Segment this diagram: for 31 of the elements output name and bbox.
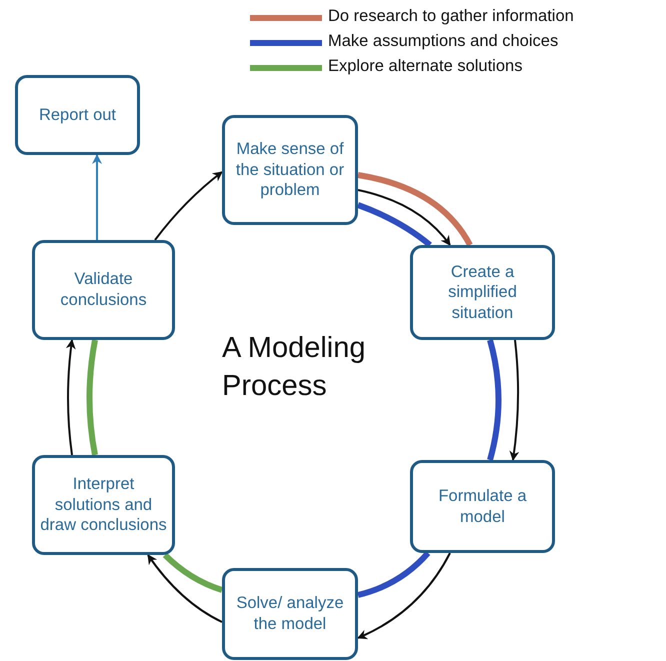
- step-box: [15, 75, 140, 155]
- flow-arrow: [92, 154, 102, 240]
- legend-label: Explore alternate solutions: [328, 57, 522, 76]
- step-box: [222, 568, 358, 660]
- step-label: Create a simplified situation: [447, 262, 518, 324]
- flow-arrow: [358, 189, 451, 246]
- step-label: Interpret solutions and draw conclusions: [39, 474, 168, 536]
- step-box: [410, 460, 555, 553]
- flow-arrow: [154, 171, 223, 241]
- legend-label: Do research to gather information: [328, 7, 574, 26]
- step-box: [32, 240, 175, 340]
- step-box: [32, 455, 175, 555]
- phase-arc: [357, 172, 473, 246]
- phase-arc: [162, 552, 223, 593]
- flow-arrow: [66, 339, 76, 456]
- legend-label: Make assumptions and choices: [328, 32, 558, 51]
- diagram-title: A Modeling Process: [222, 331, 366, 404]
- phase-arc: [357, 550, 430, 598]
- step-label: Solve/ analyze the model: [235, 593, 345, 635]
- flow-arrow: [357, 552, 451, 639]
- flow-arrow: [509, 340, 520, 461]
- phase-arc: [487, 339, 502, 461]
- phase-arc: [86, 339, 98, 456]
- step-label: Formulate a model: [437, 486, 528, 528]
- step-box: [222, 115, 358, 225]
- step-box: [410, 245, 555, 340]
- phase-arc: [356, 202, 432, 248]
- step-label: Report out: [38, 104, 118, 126]
- step-label: Validate conclusions: [59, 269, 148, 311]
- flow-arrow: [147, 554, 222, 623]
- step-label: Make sense of the situation or problem: [234, 139, 346, 201]
